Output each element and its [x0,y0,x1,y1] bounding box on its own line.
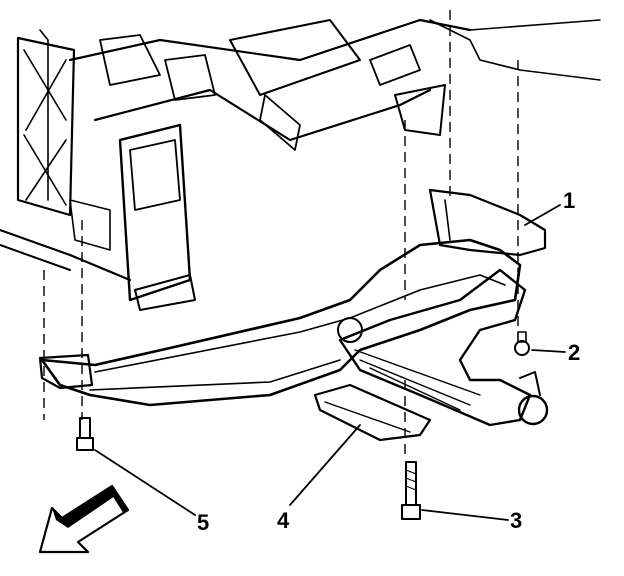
callout-2: 2 [568,340,580,365]
bolt-3 [401,461,421,520]
crossmember-brace [313,383,432,442]
front-direction-arrow-icon [38,484,130,554]
front-crossmember [38,188,547,407]
callout-4: 4 [277,508,290,533]
lower-control-arm [337,268,549,427]
alignment-lines [43,10,519,460]
fasteners [76,331,530,520]
bolt-2 [514,331,530,356]
vehicle-frame-structure [0,18,601,311]
callout-labels: 1 2 3 4 5 [197,188,580,535]
callout-1: 1 [563,188,575,213]
bolt-5 [76,417,94,451]
callout-3: 3 [510,508,522,533]
leader-lines [94,204,566,521]
callout-5: 5 [197,510,209,535]
